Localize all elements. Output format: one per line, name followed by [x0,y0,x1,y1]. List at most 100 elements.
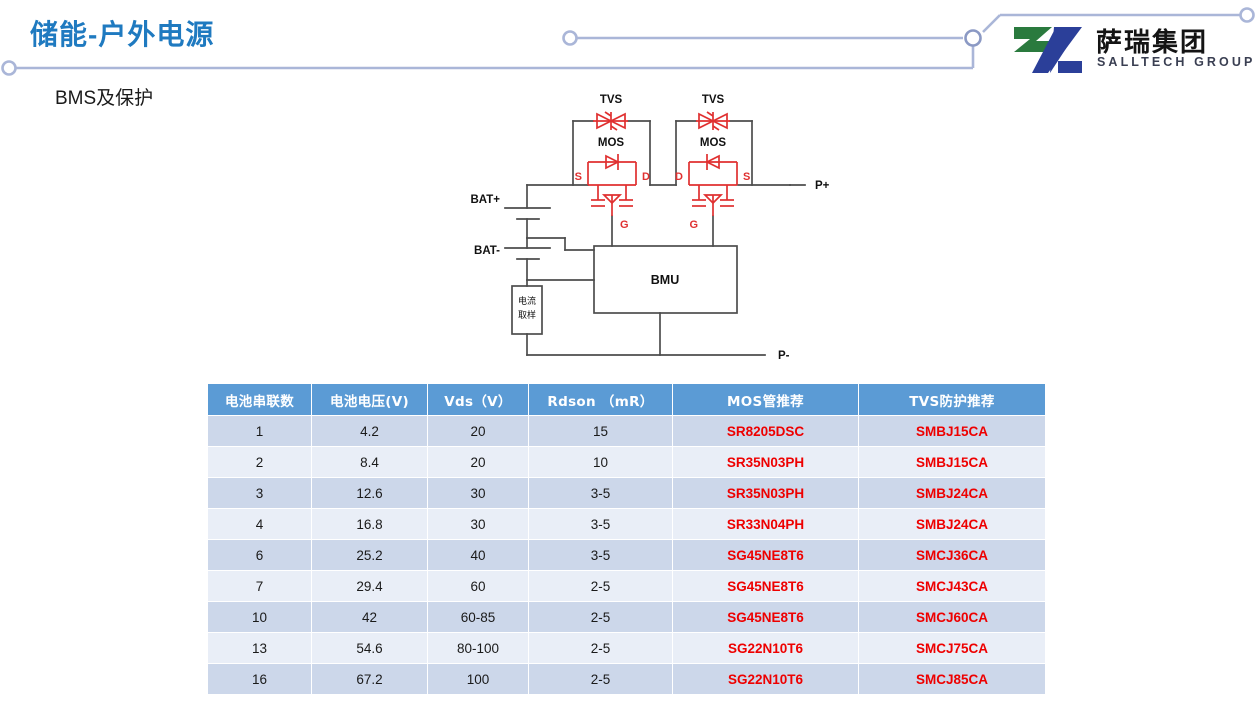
label-shunt-line1: 电流 [518,295,536,306]
table-cell: 20 [427,446,529,478]
table-cell: 15 [528,415,673,447]
table-cell: 100 [427,663,529,695]
table-cell: 13 [207,632,312,664]
table-header-row: 电池串联数 电池电压(V) Vds（V） Rdson （mR） MOS管推荐 T… [207,383,1046,416]
logo-chinese-name: 萨瑞集团 [1096,28,1209,58]
table-cell: 2-5 [528,663,673,695]
table-cell: SMCJ85CA [858,663,1046,695]
table-cell: SR33N04PH [672,508,859,540]
company-logo: 萨瑞集团 SALLTECH GROUP [1012,22,1252,78]
table-cell: 12.6 [311,477,428,509]
label-tvs-left: TVS [600,94,623,106]
recommendation-table: 电池串联数 电池电压(V) Vds（V） Rdson （mR） MOS管推荐 T… [207,383,1046,695]
col-header-vds: Vds（V） [427,383,529,416]
table-cell: SR35N03PH [672,446,859,478]
mosfet-left-symbol [587,154,637,216]
table-cell: 2-5 [528,601,673,633]
deco-circle-middle [562,30,578,46]
table-cell: SG45NE8T6 [672,570,859,602]
label-bmu: BMU [651,273,679,287]
label-tvs-right: TVS [702,94,725,106]
table-cell: 2 [207,446,312,478]
table-cell: 3 [207,477,312,509]
tvs-right-symbol [696,111,730,131]
table-cell: 4 [207,508,312,540]
col-header-series-count: 电池串联数 [207,383,312,416]
label-mos-left: MOS [598,137,625,149]
table-cell: SMCJ75CA [858,632,1046,664]
table-cell: SMBJ24CA [858,477,1046,509]
circuit-wires [504,120,806,356]
col-header-rdson: Rdson （mR） [528,383,673,416]
section-subtitle: BMS及保护 [55,88,154,109]
label-source-left: S [575,171,582,183]
logo-english-name: SALLTECH GROUP [1097,55,1256,69]
table-cell: SG22N10T6 [672,663,859,695]
table-cell: 29.4 [311,570,428,602]
tvs-left-symbol [593,111,628,131]
table-header: 电池串联数 电池电压(V) Vds（V） Rdson （mR） MOS管推荐 T… [207,383,1046,416]
label-bat-minus: BAT- [474,245,500,257]
table-cell: 20 [427,415,529,447]
label-bat-plus: BAT+ [471,194,501,206]
mosfet-right-symbol [688,154,738,216]
table-cell: 16.8 [311,508,428,540]
salltech-logo-icon [1014,27,1082,73]
table-cell: SMBJ24CA [858,508,1046,540]
label-gate-right: G [689,219,698,231]
deco-circle-right [1239,7,1255,23]
table-cell: SMBJ15CA [858,446,1046,478]
label-drain-left: D [642,171,650,183]
label-mos-right: MOS [700,137,727,149]
table-cell: SG45NE8T6 [672,539,859,571]
label-drain-right: D [675,171,683,183]
table-cell: 4.2 [311,415,428,447]
table-cell: 30 [427,508,529,540]
table-cell: 80-100 [427,632,529,664]
label-shunt-line2: 取样 [518,309,536,320]
col-header-voltage: 电池电压(V) [311,383,428,416]
table-cell: SMBJ15CA [858,415,1046,447]
table-cell: 7 [207,570,312,602]
table-cell: 2-5 [528,632,673,664]
logo-blue-diagonal [1032,27,1082,73]
table-cell: 8.4 [311,446,428,478]
deco-circle-left [1,60,17,76]
table-cell: SMCJ36CA [858,539,1046,571]
table-cell: SR35N03PH [672,477,859,509]
table-cell: 54.6 [311,632,428,664]
table-cell: 60-85 [427,601,529,633]
page-title: 储能-户外电源 [30,19,215,50]
bms-circuit-diagram: TVS TVS MOS MOS S D G D S G BAT+ BAT- P+… [471,94,830,362]
table-cell: 3-5 [528,508,673,540]
logo-green-shape [1014,27,1052,52]
table-cell: 10 [207,601,312,633]
table-cell: SMCJ60CA [858,601,1046,633]
table-cell: SR8205DSC [672,415,859,447]
col-header-mos-part: MOS管推荐 [672,383,859,416]
table-cell: 3-5 [528,477,673,509]
deco-circle-logo [964,29,982,47]
table-cell: 10 [528,446,673,478]
table-cell: 42 [311,601,428,633]
label-gate-left: G [620,219,629,231]
table-cell: 67.2 [311,663,428,695]
logo-blue-foot [1058,61,1082,73]
table-cell: 2-5 [528,570,673,602]
table-cell: SG22N10T6 [672,632,859,664]
table-cell: SMCJ43CA [858,570,1046,602]
table-cell: 25.2 [311,539,428,571]
deco-line-diagonal [982,14,1001,33]
table-cell: 1 [207,415,312,447]
table-cell: 6 [207,539,312,571]
